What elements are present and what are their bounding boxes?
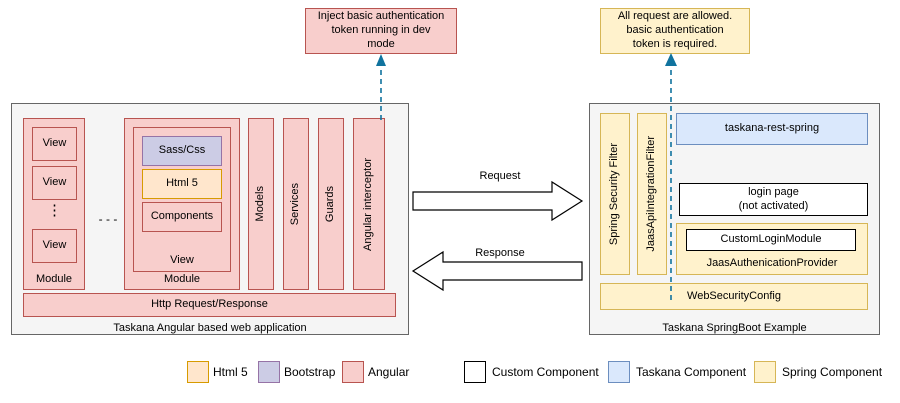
module-a-view-2: View bbox=[32, 166, 77, 200]
request-block-arrow bbox=[412, 180, 584, 222]
annotation-right-line-3: token is required. bbox=[632, 37, 718, 50]
arrow-request-label: Request bbox=[479, 170, 521, 182]
login-page-line-2: (not activated) bbox=[738, 199, 809, 212]
legend-label-spring-component: Spring Component bbox=[782, 365, 883, 379]
column-services-label: Services bbox=[289, 182, 302, 226]
web-security-config-label: WebSecurityConfig bbox=[687, 289, 781, 302]
legend-label-angular: Angular bbox=[368, 365, 410, 379]
login-page-box: login page (not activated) bbox=[679, 183, 868, 216]
module-a-caption: Module bbox=[35, 273, 73, 286]
column-models-label: Models bbox=[254, 186, 267, 222]
legend-swatch-custom-component bbox=[464, 361, 486, 383]
taskana-rest-spring-box: taskana-rest-spring bbox=[676, 113, 868, 145]
login-page-line-1: login page bbox=[748, 185, 799, 198]
column-angular-interceptor: Angular interceptor bbox=[353, 118, 385, 290]
http-request-response-bar: Http Request/Response bbox=[23, 293, 396, 317]
module-b-item-components-label: Components bbox=[150, 210, 214, 223]
web-security-config-box: WebSecurityConfig bbox=[600, 283, 868, 310]
module-a-view-3-label: View bbox=[42, 239, 67, 252]
module-b-caption: Module bbox=[163, 273, 201, 286]
legend-swatch-bootstrap bbox=[258, 361, 280, 383]
column-guards: Guards bbox=[318, 118, 344, 290]
column-models: Models bbox=[248, 118, 274, 290]
left-note-connector-arrowhead bbox=[376, 54, 386, 66]
right-note-connector-arrowhead bbox=[665, 53, 677, 66]
annotation-right-note: All request are allowed. basic authentic… bbox=[600, 8, 750, 54]
left-panel-caption: Taskana Angular based web application bbox=[113, 322, 307, 334]
custom-login-module-label: CustomLoginModule bbox=[720, 233, 822, 246]
annotation-left-note: Inject basic authentication token runnin… bbox=[305, 8, 457, 54]
module-a-vertical-ellipsis: ⋮ bbox=[47, 202, 62, 219]
annotation-left-line-2: token running in dev bbox=[331, 24, 431, 37]
module-separator-dashes: - - - bbox=[98, 212, 118, 226]
legend-swatch-html5 bbox=[187, 361, 209, 383]
jaas-authentication-provider-label: JaasAuthenicationProvider bbox=[706, 257, 838, 270]
filter-spring-security-label: Spring Security Filter bbox=[608, 142, 621, 246]
legend-label-taskana-component: Taskana Component bbox=[636, 365, 747, 379]
legend-swatch-angular bbox=[342, 361, 364, 383]
filter-jaas-api-integration: JaasApiIntegrationFilter bbox=[637, 113, 667, 275]
module-b-item-html5: Html 5 bbox=[142, 169, 222, 199]
legend-swatch-spring-component bbox=[754, 361, 776, 383]
legend-label-html5: Html 5 bbox=[213, 365, 248, 379]
http-request-response-label: Http Request/Response bbox=[151, 298, 268, 311]
annotation-right-line-2: basic authentication bbox=[626, 24, 724, 37]
module-b-item-components: Components bbox=[142, 202, 222, 232]
arrow-response-label: Response bbox=[475, 247, 525, 259]
module-a-view-1: View bbox=[32, 127, 77, 161]
legend-label-custom-component: Custom Component bbox=[492, 365, 599, 379]
annotation-left-line-3: mode bbox=[367, 37, 395, 50]
filter-jaas-api-integration-label: JaasApiIntegrationFilter bbox=[645, 136, 658, 252]
column-guards-label: Guards bbox=[324, 185, 337, 223]
custom-login-module-box: CustomLoginModule bbox=[686, 229, 856, 251]
legend-label-bootstrap: Bootstrap bbox=[284, 365, 336, 379]
module-b-item-sass-css-label: Sass/Css bbox=[158, 144, 206, 157]
annotation-right-line-1: All request are allowed. bbox=[617, 10, 733, 23]
module-a-view-2-label: View bbox=[42, 176, 67, 189]
module-b-item-html5-label: Html 5 bbox=[166, 177, 198, 190]
legend-swatch-taskana-component bbox=[608, 361, 630, 383]
column-angular-interceptor-label: Angular interceptor bbox=[362, 157, 375, 251]
annotation-left-line-1: Inject basic authentication bbox=[317, 10, 445, 23]
filter-spring-security: Spring Security Filter bbox=[600, 113, 630, 275]
column-services: Services bbox=[283, 118, 309, 290]
module-b-view-caption: View bbox=[170, 254, 194, 267]
module-b-item-sass-css: Sass/Css bbox=[142, 136, 222, 166]
right-panel-caption: Taskana SpringBoot Example bbox=[662, 322, 807, 334]
taskana-rest-spring-label: taskana-rest-spring bbox=[724, 122, 820, 135]
module-a-view-3: View bbox=[32, 229, 77, 263]
module-a-view-1-label: View bbox=[42, 137, 67, 150]
